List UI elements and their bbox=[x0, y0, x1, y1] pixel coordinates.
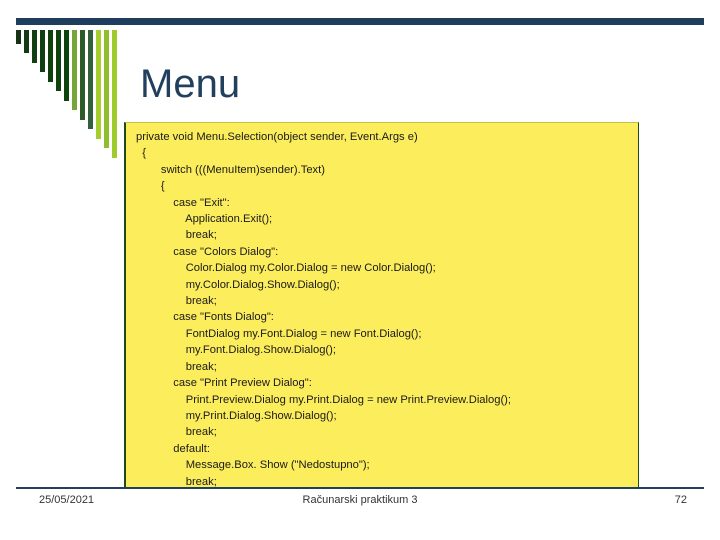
footer-divider bbox=[16, 487, 704, 489]
footer-course-title: Računarski praktikum 3 bbox=[302, 494, 418, 506]
decorative-bars-group bbox=[16, 30, 136, 160]
decorative-bar bbox=[80, 30, 85, 120]
decorative-bar bbox=[104, 30, 109, 148]
decorative-bar bbox=[56, 30, 61, 91]
code-text: private void Menu.Selection(object sende… bbox=[136, 131, 512, 487]
page-title: Menu bbox=[140, 62, 241, 106]
decorative-bar bbox=[112, 30, 117, 158]
code-block-panel: private void Menu.Selection(object sende… bbox=[124, 122, 639, 487]
footer-date: 25/05/2021 bbox=[39, 494, 95, 506]
decorative-bar bbox=[40, 30, 45, 72]
decorative-bar bbox=[88, 30, 93, 129]
decorative-bar bbox=[48, 30, 53, 82]
footer-page-number: 72 bbox=[674, 494, 687, 506]
slide-footer: 25/05/2021 Računarski praktikum 3 72 bbox=[16, 494, 704, 514]
decorative-bar bbox=[16, 30, 21, 44]
decorative-bar bbox=[72, 30, 77, 110]
decorative-bar bbox=[96, 30, 101, 139]
decorative-bar bbox=[24, 30, 29, 53]
decorative-bar bbox=[64, 30, 69, 101]
decorative-bar bbox=[32, 30, 37, 63]
top-accent-bar bbox=[16, 18, 704, 25]
